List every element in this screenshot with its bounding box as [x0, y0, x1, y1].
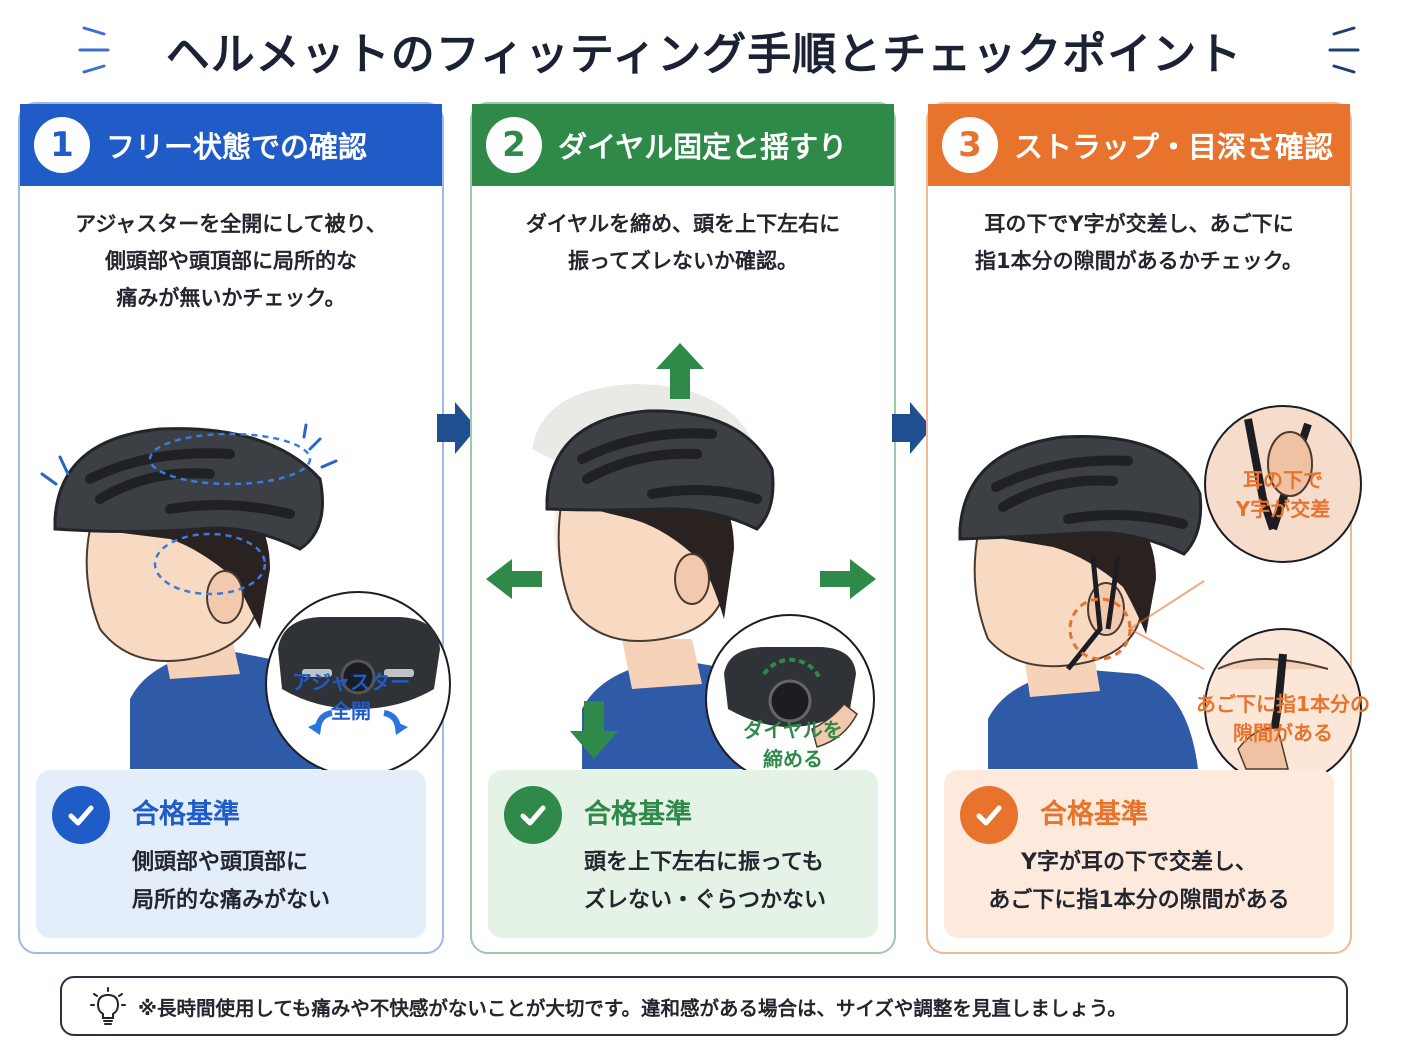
sparkle-lines-icon	[78, 26, 110, 74]
step-description: アジャスターを全開にして被り、 側頭部や頭頂部に局所的な 痛みが無いかチェック。	[75, 212, 387, 310]
footer-note: ※長時間使用しても痛みや不快感がないことが大切です。違和感がある場合は、サイズや…	[60, 976, 1348, 1036]
step-number-badge: 2	[486, 117, 542, 173]
pass-criteria-box: 合格基準 Y字が耳の下で交差し、 あご下に指1本分の隙間がある	[944, 770, 1334, 938]
flow-arrow-icon	[437, 402, 477, 454]
step-panel-1: 1 フリー状態での確認 アジャスターを全開にして被り、 側頭部や頭頂部に局所的な…	[18, 102, 451, 954]
step-heading: ダイヤル固定と揺すり	[558, 130, 848, 164]
criteria-title: 合格基準	[132, 799, 240, 830]
flow-arrow-icon	[892, 402, 932, 454]
step-description: ダイヤルを締め、頭を上下左右に 振ってズレないか確認。	[525, 212, 841, 273]
step-header: 3 ストラップ・目深さ確認	[928, 104, 1350, 186]
criteria-title: 合格基準	[584, 799, 692, 830]
step-panel-3: 3 ストラップ・目深さ確認 耳の下でY字が交差し、あご下に 指1本分の隙間がある…	[926, 102, 1370, 954]
criteria-title: 合格基準	[1040, 799, 1148, 830]
helmet-strap-illustration	[958, 405, 1362, 786]
callout-chin-gap: あご下に指1本分の 隙間がある	[1196, 692, 1370, 745]
helmet-head-illustration	[486, 343, 876, 784]
step-description: 耳の下でY字が交差し、あご下に 指1本分の隙間があるかチェック。	[975, 212, 1303, 273]
callout-dial: ダイヤルを 締める	[743, 718, 843, 771]
sparkle-lines-icon	[1328, 26, 1360, 74]
helmet-head-illustration	[40, 423, 451, 777]
step-heading: フリー状態での確認	[106, 130, 368, 164]
criteria-text: Y字が耳の下で交差し、 あご下に指1本分の隙間がある	[988, 850, 1290, 913]
check-icon	[52, 786, 110, 844]
step-number-badge: 1	[34, 117, 90, 173]
step-number-badge: 3	[942, 117, 998, 173]
callout-ear-y: 耳の下で Y字が交差	[1235, 468, 1331, 521]
criteria-text: 側頭部や頭頂部に 局所的な痛みがない	[132, 850, 331, 913]
callout-adjuster: アジャスター 全開	[291, 670, 411, 723]
lightbulb-icon	[90, 987, 126, 1025]
step-header: 2 ダイヤル固定と揺すり	[472, 104, 894, 186]
note-text: ※長時間使用しても痛みや不快感がないことが大切です。違和感がある場合は、サイズや…	[138, 996, 1127, 1020]
step-panel-2: 2 ダイヤル固定と揺すり ダイヤルを締め、頭を上下左右に 振ってズレないか確認。…	[470, 102, 896, 954]
pass-criteria-box: 合格基準 頭を上下左右に振っても ズレない・ぐらつかない	[488, 770, 878, 938]
pass-criteria-box: 合格基準 側頭部や頭頂部に 局所的な痛みがない	[36, 770, 426, 938]
check-icon	[960, 786, 1018, 844]
page-title: ヘルメットのフィッティング手順とチェックポイント	[165, 29, 1243, 80]
criteria-text: 頭を上下左右に振っても ズレない・ぐらつかない	[584, 850, 827, 913]
step-heading: ストラップ・目深さ確認	[1014, 130, 1334, 164]
step-header: 1 フリー状態での確認	[20, 104, 442, 186]
check-icon	[504, 786, 562, 844]
